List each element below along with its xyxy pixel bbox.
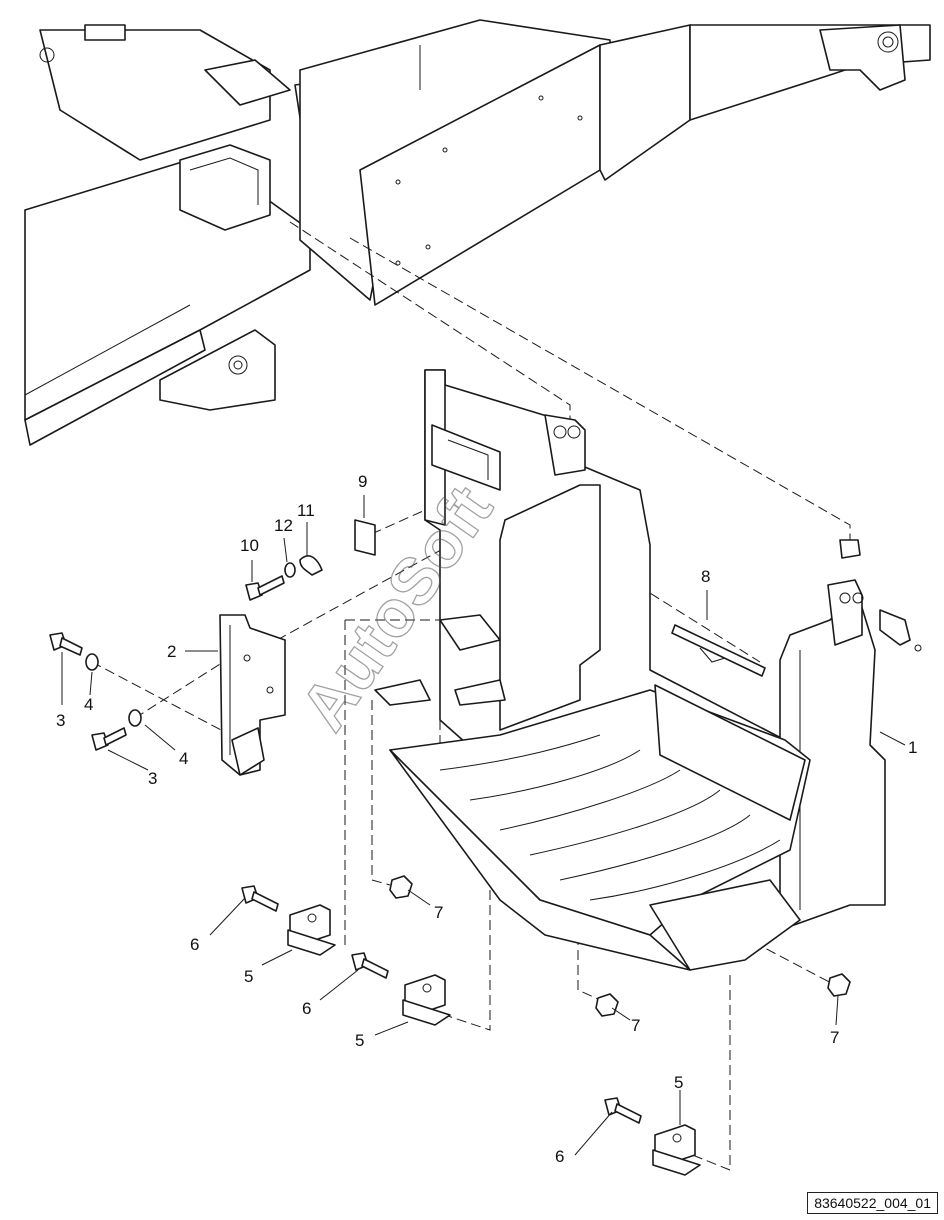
reference-number-box: 83640522_004_01 bbox=[807, 1192, 938, 1214]
callout-3a: 3 bbox=[56, 711, 65, 730]
bolt-3-upper bbox=[49, 632, 83, 656]
callout-labels: 1 2 3 3 4 4 5 5 5 6 6 6 7 7 7 8 9 10 11 … bbox=[56, 472, 917, 1166]
callout-5c: 5 bbox=[674, 1073, 683, 1092]
callout-leaders bbox=[61, 495, 906, 1156]
hinge-5-c bbox=[652, 1124, 701, 1176]
washer-4-upper bbox=[85, 653, 99, 671]
callout-4b: 4 bbox=[179, 749, 188, 768]
callout-5a: 5 bbox=[244, 967, 253, 986]
callout-6a: 6 bbox=[190, 935, 199, 954]
callout-9: 9 bbox=[358, 472, 367, 491]
pin-8 bbox=[671, 624, 766, 677]
bolt-6-b bbox=[351, 952, 389, 979]
hinge-5-b bbox=[402, 974, 451, 1026]
bolt-3-lower bbox=[91, 727, 127, 751]
washer-12 bbox=[284, 562, 296, 578]
callout-3b: 3 bbox=[148, 769, 157, 788]
callout-1: 1 bbox=[908, 738, 917, 757]
clip-11 bbox=[299, 555, 323, 576]
callout-7b: 7 bbox=[631, 1016, 640, 1035]
bolt-6-c bbox=[604, 1097, 642, 1124]
bolt-6-a bbox=[241, 885, 279, 912]
callout-7a: 7 bbox=[434, 903, 443, 922]
nut-7-mid bbox=[595, 993, 619, 1017]
callout-5b: 5 bbox=[355, 1031, 364, 1050]
nut-7-left bbox=[389, 875, 413, 899]
locking-pin bbox=[879, 609, 911, 646]
plate-9 bbox=[354, 519, 376, 556]
callout-10: 10 bbox=[240, 536, 259, 555]
washer-4-lower bbox=[128, 709, 142, 727]
hinge-5-a bbox=[287, 904, 336, 956]
callout-12: 12 bbox=[274, 516, 293, 535]
callout-4a: 4 bbox=[84, 695, 93, 714]
mount-plate-part-2 bbox=[219, 614, 286, 776]
callout-6b: 6 bbox=[302, 999, 311, 1018]
nut-7-right bbox=[827, 973, 851, 997]
bolt-10 bbox=[245, 575, 285, 601]
pin-upper-right bbox=[839, 539, 861, 559]
callout-6c: 6 bbox=[555, 1147, 564, 1166]
callout-8: 8 bbox=[701, 567, 710, 586]
fasteners bbox=[49, 519, 922, 1176]
callout-7c: 7 bbox=[830, 1028, 839, 1047]
tractor-frame bbox=[24, 19, 931, 446]
front-bracket-part-1 bbox=[374, 369, 886, 971]
callout-11: 11 bbox=[297, 501, 315, 520]
callout-2: 2 bbox=[167, 642, 176, 661]
